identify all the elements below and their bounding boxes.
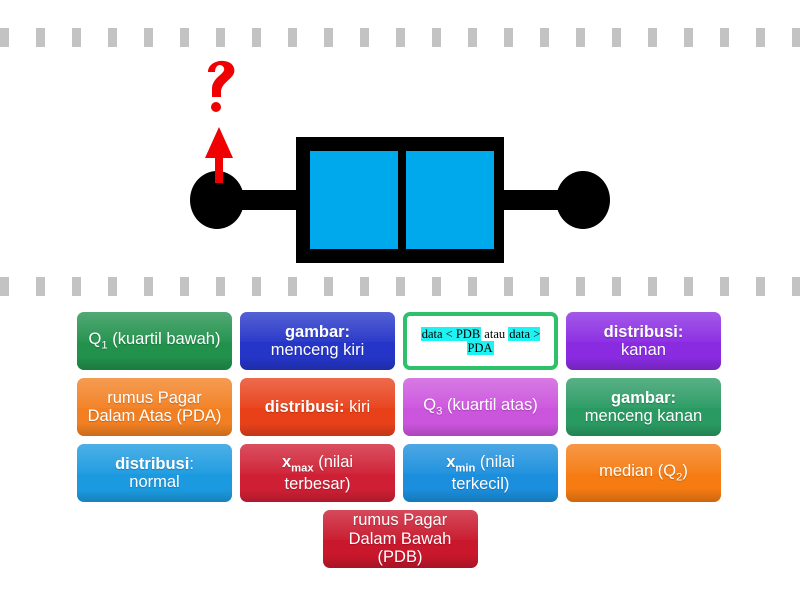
boxplot-q1-panel xyxy=(310,151,398,249)
tile-rumus-pagar-dalam-atas[interactable]: rumus Pagar Dalam Atas (PDA) xyxy=(77,378,232,436)
boxplot-left-whisker xyxy=(240,190,310,210)
tile-label: rumus Pagar Dalam Bawah (PDB) xyxy=(348,511,452,567)
boxplot-right-whisker-cap xyxy=(556,171,610,229)
boxplot-diagram xyxy=(190,60,610,263)
tile-label: Q1 (kuartil bawah) xyxy=(88,330,221,352)
tile-distribusi-kiri[interactable]: distribusi: kiri xyxy=(240,378,395,436)
tile-label: distribusi:kanan xyxy=(604,323,684,360)
tile-data-pdb-pda[interactable]: data < PDB atau data > PDA xyxy=(403,312,558,370)
tile-label: rumus Pagar Dalam Atas (PDA) xyxy=(87,388,222,425)
dashed-divider-top xyxy=(0,28,800,47)
tile-label-bold: distribusi xyxy=(115,454,190,473)
boxplot-right-whisker xyxy=(490,190,560,210)
tile-label-highlight-1: data < PDB xyxy=(420,327,482,341)
tile-label-bold: gambar: xyxy=(284,322,351,341)
tile-distribusi-normal[interactable]: distribusi: normal xyxy=(77,444,232,502)
tile-gambar-menceng-kiri[interactable]: gambar:menceng kiri xyxy=(240,312,395,370)
tile-q1-kuartil-bawah[interactable]: Q1 (kuartil bawah) xyxy=(77,312,232,370)
tile-row-1: Q1 (kuartil bawah) gambar:menceng kiri d… xyxy=(77,312,723,370)
boxplot-left-whisker-cap xyxy=(190,171,244,229)
boxplot-q3-panel xyxy=(406,151,494,249)
tile-label: median (Q2) xyxy=(599,462,688,484)
tile-distribusi-kanan[interactable]: distribusi:kanan xyxy=(566,312,721,370)
tile-q3-kuartil-atas[interactable]: Q3 (kuartil atas) xyxy=(403,378,558,436)
tile-label: gambar:menceng kanan xyxy=(585,389,702,426)
tile-label: distribusi: kiri xyxy=(265,398,370,416)
question-image-area xyxy=(0,45,800,277)
tile-label-bold: distribusi: xyxy=(264,397,345,416)
tile-label-rest: kanan xyxy=(621,341,666,359)
tile-label-rest: kiri xyxy=(349,397,371,416)
answer-tiles: Q1 (kuartil bawah) gambar:menceng kiri d… xyxy=(77,312,723,576)
tile-row-4: rumus Pagar Dalam Bawah (PDB) xyxy=(77,510,723,568)
tile-gambar-menceng-kanan[interactable]: gambar:menceng kanan xyxy=(566,378,721,436)
tile-label-rest: menceng kanan xyxy=(584,407,703,425)
tile-label-rest: normal xyxy=(129,473,180,491)
tile-label: Q3 (kuartil atas) xyxy=(423,396,538,418)
red-arrow-pointer xyxy=(205,127,233,183)
tile-label-plain: atau xyxy=(481,327,509,341)
tile-label-bold: distribusi: xyxy=(603,322,684,341)
tile-label: gambar:menceng kiri xyxy=(271,323,365,360)
tile-label-rest: menceng kiri xyxy=(270,341,365,359)
tile-median-q2[interactable]: median (Q2) xyxy=(566,444,721,502)
dashed-divider-middle xyxy=(0,277,800,296)
tile-label-bold: gambar: xyxy=(610,388,677,407)
red-question-mark xyxy=(208,60,235,112)
tile-rumus-pagar-dalam-bawah[interactable]: rumus Pagar Dalam Bawah (PDB) xyxy=(322,510,478,568)
tile-label-colon: : xyxy=(189,454,194,473)
tile-label: distribusi: normal xyxy=(115,455,194,492)
tile-row-2: rumus Pagar Dalam Atas (PDA) distribusi:… xyxy=(77,378,723,436)
tile-label: data < PDB atau data > PDA xyxy=(412,327,549,355)
